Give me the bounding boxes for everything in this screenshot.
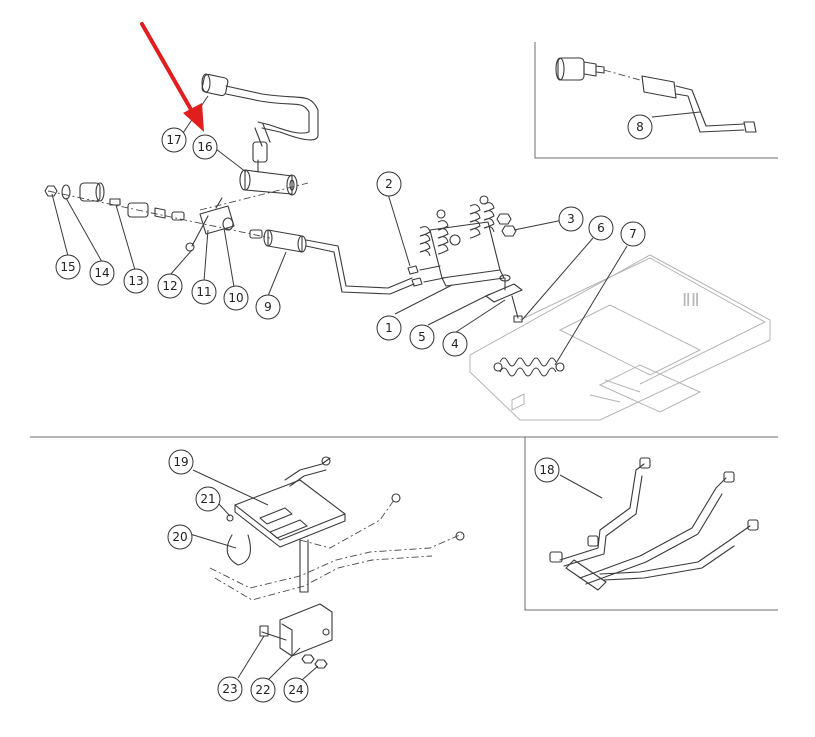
bracket-plate-assembly xyxy=(209,456,465,669)
valve-cluster xyxy=(44,182,263,252)
callout-17: 17 xyxy=(161,127,187,153)
callout-6: 6 xyxy=(588,215,614,241)
callout-2-label: 2 xyxy=(385,177,393,191)
callout-7: 7 xyxy=(620,221,646,247)
callout-2: 2 xyxy=(376,171,402,197)
callout-20-label: 20 xyxy=(172,530,187,544)
callout-24: 24 xyxy=(283,677,309,703)
inset-frame-bottom-right xyxy=(524,437,778,611)
callout-12-label: 12 xyxy=(162,279,177,293)
fitting-9-and-tube xyxy=(263,229,415,295)
callout-21: 21 xyxy=(195,486,221,512)
callout-11: 11 xyxy=(191,279,217,305)
callout-15: 15 xyxy=(55,254,81,280)
cylinder-16 xyxy=(239,159,298,196)
callout-12: 12 xyxy=(157,273,183,299)
callout-18: 18 xyxy=(534,457,560,483)
callout-8: 8 xyxy=(627,114,653,140)
callout-14-label: 14 xyxy=(94,266,109,280)
callout-17-label: 17 xyxy=(166,133,181,147)
callout-10-label: 10 xyxy=(228,291,243,305)
callout-24-label: 24 xyxy=(288,683,303,697)
callout-11-label: 11 xyxy=(196,285,211,299)
callout-14: 14 xyxy=(89,260,115,286)
callout-23: 23 xyxy=(217,676,243,702)
machine-frame-ghost: ⅡⅡ xyxy=(469,254,771,421)
leader-lines xyxy=(51,95,701,681)
callout-22: 22 xyxy=(250,677,276,703)
callout-1-label: 1 xyxy=(385,321,393,335)
callout-20: 20 xyxy=(167,524,193,550)
callout-8-label: 8 xyxy=(636,120,644,134)
spring-valve-block xyxy=(407,195,523,323)
callout-5: 5 xyxy=(409,324,435,350)
callout-19: 19 xyxy=(168,449,194,475)
callout-23-label: 23 xyxy=(222,682,237,696)
callout-4: 4 xyxy=(442,331,468,357)
callout-10: 10 xyxy=(223,285,249,311)
callout-16: 16 xyxy=(192,134,218,160)
red-pointer-arrow xyxy=(140,22,204,132)
inset-frame-top-right xyxy=(534,42,778,159)
callout-19-label: 19 xyxy=(173,455,188,469)
inset-fitting-8 xyxy=(555,57,757,133)
callout-13-label: 13 xyxy=(128,274,143,288)
callout-7-label: 7 xyxy=(629,227,637,241)
callout-3-label: 3 xyxy=(567,212,575,226)
inset-tube-set-18 xyxy=(549,457,759,591)
callout-6-label: 6 xyxy=(597,221,605,235)
hose-assembly-17 xyxy=(201,73,319,163)
callout-21-label: 21 xyxy=(200,492,215,506)
callout-13: 13 xyxy=(123,268,149,294)
callout-9-label: 9 xyxy=(264,300,272,314)
svg-text:ⅡⅡ: ⅡⅡ xyxy=(682,290,700,311)
callout-1: 1 xyxy=(376,315,402,341)
callout-3: 3 xyxy=(558,206,584,232)
callout-22-label: 22 xyxy=(255,683,270,697)
callout-5-label: 5 xyxy=(418,330,426,344)
callout-9: 9 xyxy=(255,294,281,320)
callout-4-label: 4 xyxy=(451,337,459,351)
callout-16-label: 16 xyxy=(197,140,212,154)
callout-18-label: 18 xyxy=(539,463,554,477)
callout-15-label: 15 xyxy=(60,260,75,274)
